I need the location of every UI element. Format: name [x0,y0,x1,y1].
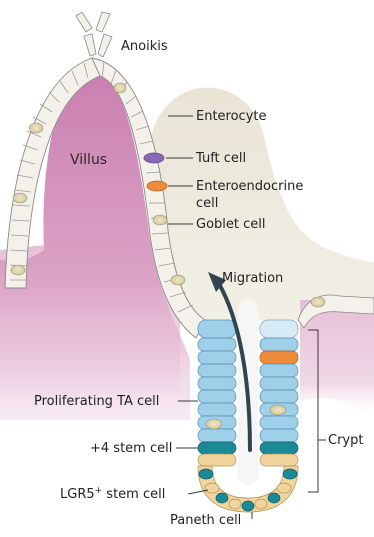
goblet-cell-crypt-left [206,419,222,429]
anoikis-shed-cells [76,12,112,57]
goblet-cell-rim [311,297,325,307]
goblet-cell-crypt-right [270,405,286,415]
label-enteroendocrine-line1: Enteroendocrine [196,179,303,194]
label-lgr5-suffix: stem cell [102,487,165,502]
label-anoikis: Anoikis [121,39,168,54]
label-enterocyte: Enterocyte [196,109,267,124]
label-lgr5-sup: + [95,486,103,496]
label-goblet-cell: Goblet cell [196,217,266,232]
crypt-right-column [260,320,298,466]
label-lgr5-stem-cell: LGR5+ stem cell [60,486,165,502]
tuft-cell-shape [144,153,164,163]
label-tuft-cell: Tuft cell [195,151,246,166]
label-enteroendocrine-line2: cell [196,196,218,211]
label-migration: Migration [222,271,283,286]
crypt-left-column [198,320,236,466]
label-paneth-cell: Paneth cell [170,513,241,528]
label-lgr5-prefix: LGR5 [60,487,95,502]
enteroendocrine-cell-shape [147,181,167,191]
label-plus4-stem-cell: +4 stem cell [90,441,172,456]
label-villus: Villus [70,152,107,168]
label-crypt: Crypt [328,433,363,448]
label-proliferating-ta-cell: Proliferating TA cell [34,394,159,409]
